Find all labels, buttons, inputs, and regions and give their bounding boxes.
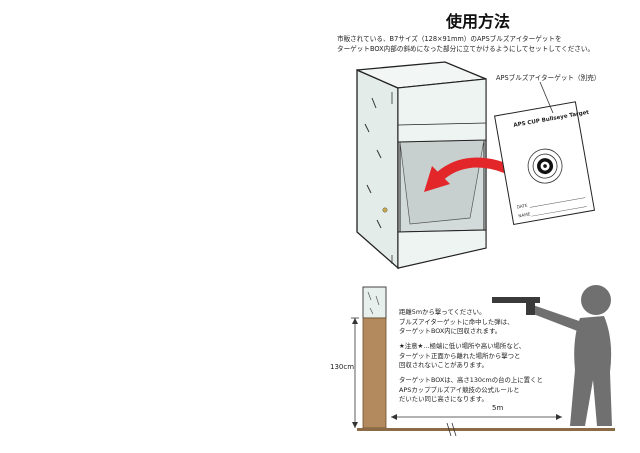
instruction-line: ターゲットBOXは、高さ130cmの台の上に置くと [399, 376, 543, 384]
instruction-line: ブルズアイターゲットに命中した弾は、 [399, 317, 514, 326]
intro-line: 市販されている、B7サイズ（128×91mm）のAPSブルズアイターゲットを [337, 35, 562, 43]
intro-text: 市販されている、B7サイズ（128×91mm）のAPSブルズアイターゲットを タ… [337, 34, 594, 54]
screw-icon [382, 207, 388, 213]
box-upper-frame [397, 78, 487, 143]
arrow-head-icon [424, 166, 450, 192]
small-target-box [362, 286, 387, 319]
insert-arrow [433, 157, 510, 183]
page-title: 使用方法 [446, 12, 511, 31]
target-callout-label: APSブルズアイターゲット（別売） [496, 74, 601, 82]
pistol-icon [492, 297, 540, 315]
instruction-line: ターゲット正面から離れた場所から撃つと [399, 351, 521, 360]
intro-line: ターゲットBOX内部の斜めになった部分に立てかけるようにしてセットしてください。 [337, 45, 595, 53]
wooden-stand [362, 317, 387, 429]
instruction-para-2: ★注意★…極端に低い場所や高い場所など、 ターゲット正面から離れた場所から撃つと… [399, 342, 525, 371]
callout-leader [539, 81, 554, 114]
floor [357, 428, 615, 431]
target-name-label: NAME [518, 211, 531, 218]
height-label: 130cm [330, 363, 355, 371]
instruction-para-1: 距離5mから撃ってください。 ブルズアイターゲットに命中した弾は、 ターゲットB… [399, 308, 513, 337]
instruction-line: ターゲットBOX内に回収されます。 [399, 327, 502, 336]
target-card: APS CUP Bullseye Target DATE NAME [494, 101, 596, 225]
break-mark-icon [446, 422, 457, 437]
instruction-line: だいたい同じ高さになります。 [399, 395, 488, 404]
stand-setup [351, 286, 387, 429]
instruction-line: ★注意★…極端に低い場所や高い場所など、 [399, 342, 526, 350]
instruction-line: 距離5mから撃ってください。 [399, 308, 486, 316]
distance-label: 5m [492, 404, 504, 412]
instruction-line: 回収されないことがあります。 [399, 361, 488, 370]
instruction-para-3: ターゲットBOXは、高さ130cmの台の上に置くと APSカップブルズアイ競技の… [399, 376, 543, 405]
shooter-silhouette [528, 285, 612, 426]
instruction-line: APSカップブルズアイ競技の公式ルールと [399, 385, 520, 394]
target-date-label: DATE [516, 203, 528, 210]
